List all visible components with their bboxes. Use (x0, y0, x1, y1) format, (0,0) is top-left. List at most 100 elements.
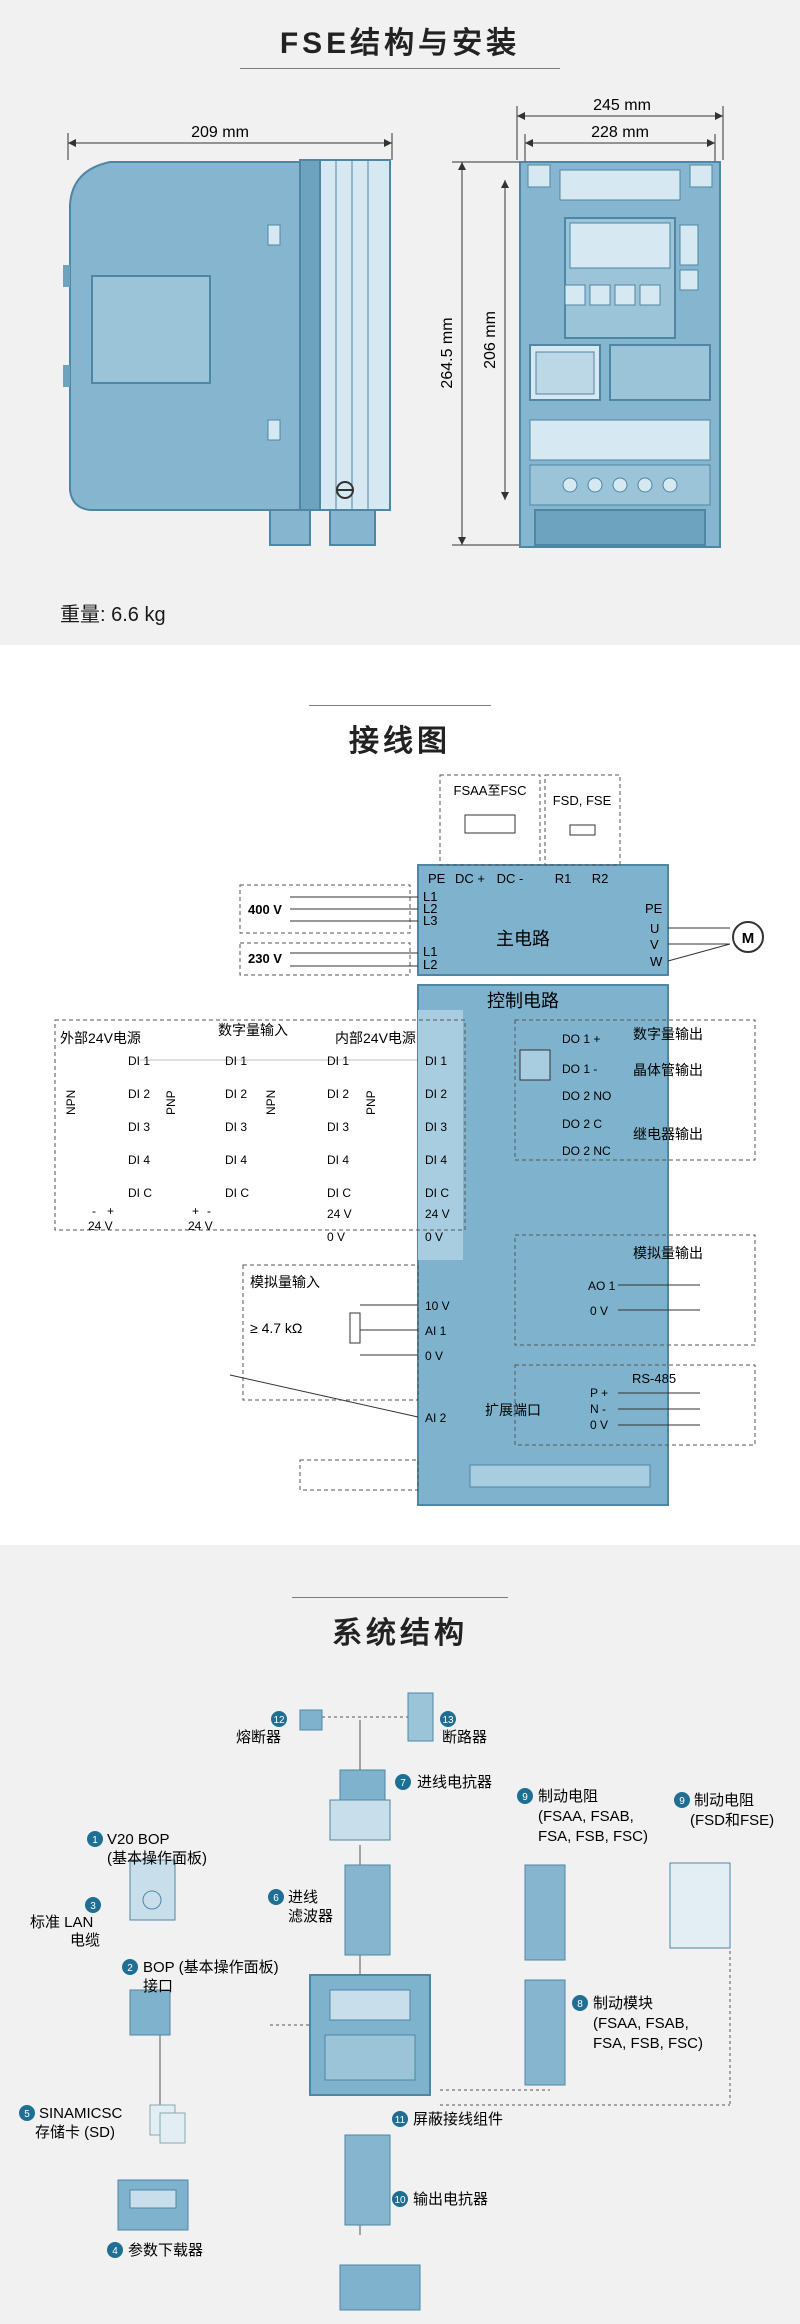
npn2-24v: 24 V (327, 1207, 352, 1221)
main-circuit-label: 主电路 (496, 929, 550, 949)
term-di3: DI 3 (425, 1120, 447, 1134)
npn1-dic: DI C (128, 1186, 152, 1200)
pnp1-dic: DI C (225, 1186, 249, 1200)
term-24v: 24 V (425, 1207, 450, 1221)
svg-text:11: 11 (395, 2115, 406, 2126)
analog-in-label: 模拟量输入 (250, 1274, 320, 1290)
badge-5: 5 (19, 2105, 35, 2121)
dim-outer-width: 245 mm (593, 97, 651, 114)
fse-drawing: 209 mm 245 mm (63, 97, 724, 548)
dim-inner-height: 206 mm (482, 311, 499, 369)
fsd-label: FSD, FSE (553, 793, 612, 808)
svg-text:7: 7 (400, 1778, 406, 1789)
dim-width: 209 mm (191, 124, 249, 141)
v400-label: 400 V (248, 902, 282, 917)
svg-text:3: 3 (90, 1901, 96, 1912)
npn1-di4: DI 4 (128, 1153, 150, 1167)
do2nc-label: DO 2 NC (562, 1144, 611, 1158)
ao0v-label: 0 V (590, 1304, 608, 1318)
pot-label: ≥ 4.7 kΩ (250, 1320, 302, 1336)
svg-text:6: 6 (273, 1893, 279, 1904)
dc-plus: DC + (455, 871, 485, 886)
out-w: W (650, 954, 663, 969)
badge-13: 13 (440, 1711, 456, 1727)
brake-res-label: 制动电阻 (538, 1788, 598, 1805)
brake-res-types2: FSA, FSB, FSC) (538, 1828, 648, 1845)
wiring-diagram: 主电路 控制电路 FSAA至FSC FSD, FSE DC + DC - R1 … (54, 774, 764, 1506)
rs485-label: RS-485 (632, 1371, 676, 1386)
wiring-title: 接线图 (309, 705, 491, 768)
breaker-label: 断路器 (442, 1729, 487, 1746)
shield-label: 屏蔽接线组件 (413, 2111, 503, 2128)
badge-10: 10 (392, 2191, 408, 2207)
system-diagram: 12 熔断器 13 断路器 7 进线电抗器 1 V20 BOP (基本操作面板)… (19, 1692, 774, 2311)
ai1-label: AI 1 (425, 1324, 447, 1338)
system-section: 系统结构 (0, 1545, 800, 2324)
supply1-24v: 24 V (88, 1219, 113, 1233)
l1-label: L1 (423, 889, 437, 904)
nminus-label: N - (590, 1402, 606, 1416)
svg-text:13: 13 (442, 1715, 454, 1726)
npn2-di3: DI 3 (327, 1120, 349, 1134)
pnp1-di3: DI 3 (225, 1120, 247, 1134)
card-label: SINAMICSC (39, 2105, 123, 2122)
brake-mod-label: 制动模块 (593, 1995, 653, 2012)
v20bop-label: V20 BOP (107, 1831, 170, 1848)
fse-section: FSE结构与安装 209 mm (0, 0, 800, 645)
badge-7: 7 (395, 1774, 411, 1790)
fuse-label: 熔断器 (236, 1729, 281, 1746)
do1p-label: DO 1 + (562, 1032, 600, 1046)
npn2-label: NPN (264, 1090, 278, 1115)
ao1-label: AO 1 (588, 1279, 616, 1293)
bop-if-label2: 接口 (143, 1978, 173, 1995)
side-view (63, 159, 391, 546)
lan-label2: 电缆 (70, 1932, 100, 1949)
lan-label: 标准 LAN (30, 1914, 93, 1931)
badge-12: 12 (271, 1711, 287, 1727)
svg-text:12: 12 (273, 1715, 285, 1726)
svg-text:2: 2 (127, 1963, 133, 1974)
pnp2-label: PNP (364, 1090, 378, 1115)
pnp1-label: PNP (164, 1090, 178, 1115)
ai2-label: AI 2 (425, 1411, 447, 1425)
l2-label: L2 (423, 901, 437, 916)
npn1-di1: DI 1 (128, 1054, 150, 1068)
badge-6: 6 (268, 1889, 284, 1905)
supply2-plus: + (192, 1204, 199, 1218)
do2c-label: DO 2 C (562, 1117, 602, 1131)
npn2-di1: DI 1 (327, 1054, 349, 1068)
badge-11: 11 (392, 2111, 408, 2127)
term-dic: DI C (425, 1186, 449, 1200)
motor-label: M (742, 930, 755, 947)
term-di2: DI 2 (425, 1087, 447, 1101)
t10v-label: 10 V (425, 1299, 450, 1313)
npn2-di4: DI 4 (327, 1153, 349, 1167)
pnp1-di4: DI 4 (225, 1153, 247, 1167)
svg-text:4: 4 (112, 2246, 118, 2257)
pnp1-di2: DI 2 (225, 1087, 247, 1101)
npn2-dic: DI C (327, 1186, 351, 1200)
brake-res2-types: (FSD和FSE) (690, 1812, 774, 1829)
digital-in-label: 数字量输入 (218, 1022, 288, 1038)
v230-label: 230 V (248, 951, 282, 966)
out-u: U (650, 921, 659, 936)
out-pe: PE (645, 901, 663, 916)
npn2-di2: DI 2 (327, 1087, 349, 1101)
badge-3: 3 (85, 1897, 101, 1913)
badge-9b: 9 (674, 1792, 690, 1808)
rs0v-label: 0 V (590, 1418, 608, 1432)
brake-mod-types2: FSA, FSB, FSC) (593, 2035, 703, 2052)
supply1-plus: + (107, 1204, 114, 1218)
ext-port-label: 扩展端口 (485, 1402, 541, 1418)
relay-out-label: 继电器输出 (633, 1126, 703, 1142)
badge-4: 4 (107, 2242, 123, 2258)
npn1-di3: DI 3 (128, 1120, 150, 1134)
npn1-label: NPN (64, 1090, 78, 1115)
control-circuit-label: 控制电路 (487, 991, 559, 1011)
svg-text:5: 5 (24, 2109, 30, 2120)
svg-text:10: 10 (394, 2195, 406, 2206)
fsaa-label: FSAA至FSC (454, 783, 527, 798)
badge-1: 1 (87, 1831, 103, 1847)
svg-text:9: 9 (679, 1796, 685, 1807)
svg-text:1: 1 (92, 1835, 98, 1846)
